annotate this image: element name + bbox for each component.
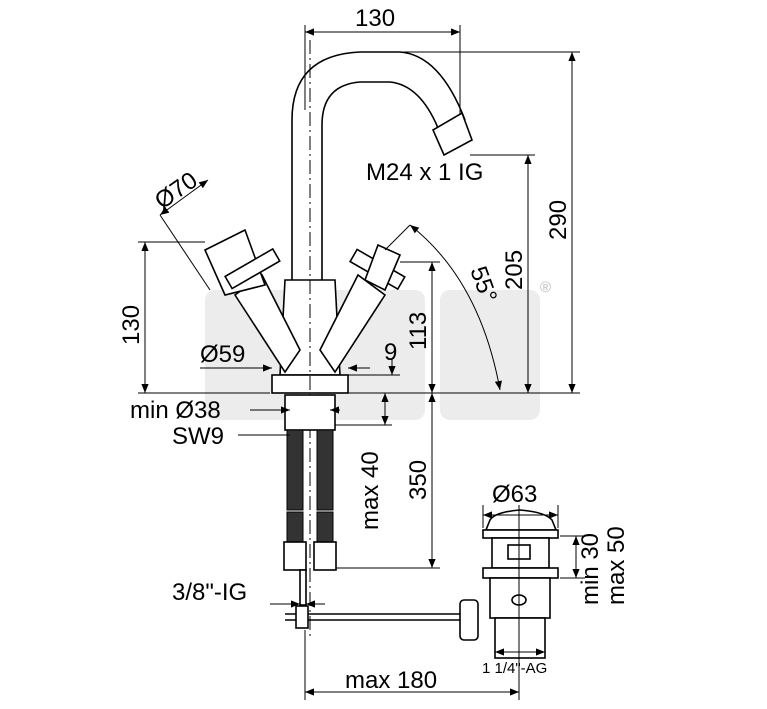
- handle-diameter-label: Ø70: [150, 167, 203, 215]
- spout-thread-label: M24 x 1 IG: [366, 159, 483, 186]
- faucet-body: [203, 40, 406, 640]
- dimension-lines: [138, 25, 585, 700]
- base-thickness-label: 9: [384, 339, 397, 366]
- outlet-height-label: 205: [501, 250, 528, 290]
- min-hole-label: min Ø38: [130, 397, 221, 424]
- drain-min-label: min 30: [577, 533, 604, 605]
- drain-thread-label: 1 1/4"-AG: [482, 660, 547, 677]
- pull-rod-label: max 180: [345, 667, 437, 694]
- spout-reach-label: 130: [355, 5, 395, 32]
- wrench-size-label: SW9: [172, 423, 224, 450]
- total-height-label: 290: [545, 200, 572, 240]
- dimension-labels: 130 M24 x 1 IG Ø70 290 205 55° 130 113 Ø…: [118, 5, 630, 694]
- handle-height-label: 130: [118, 305, 145, 345]
- base-diameter-label: Ø59: [200, 341, 245, 368]
- body-height-label: 113: [405, 312, 432, 350]
- registered-mark: ®: [540, 279, 551, 296]
- connection-thread-label: 3/8"-IG: [172, 579, 247, 606]
- max-deck-label: max 40: [357, 451, 384, 530]
- hose-length-label: 350: [405, 460, 432, 500]
- pull-rod: [285, 605, 465, 629]
- drain-diameter-label: Ø63: [492, 481, 537, 508]
- drain-max-label: max 50: [603, 526, 630, 605]
- hoses: [283, 394, 337, 606]
